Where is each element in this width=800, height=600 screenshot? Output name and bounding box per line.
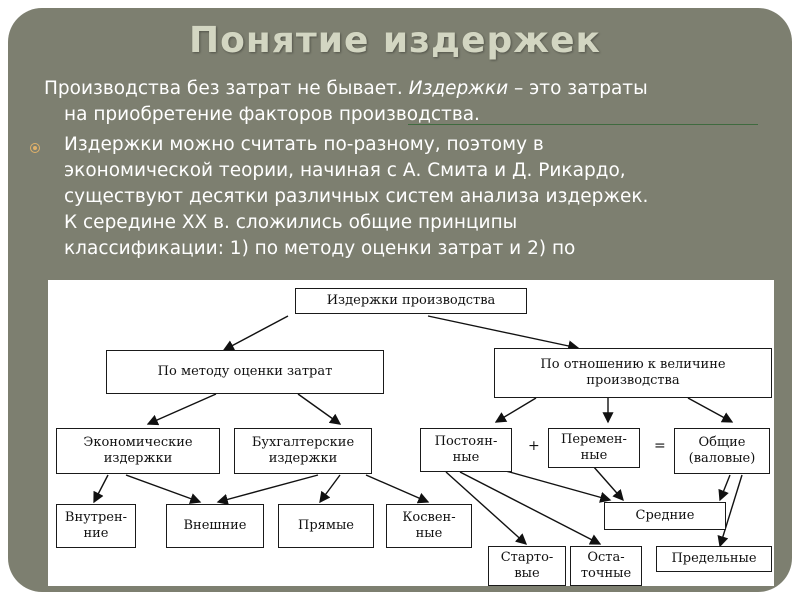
bullet-line: существуют десятки различных систем анал… xyxy=(64,186,649,207)
direct-costs-box: Прямые xyxy=(278,504,374,548)
marginal-costs-box: Предельные xyxy=(656,546,772,572)
accounting-costs-box: Бухгалтерские издержки xyxy=(234,428,372,474)
slide: Понятие издержек Производства без затрат… xyxy=(8,8,792,592)
slide-title: Понятие издержек xyxy=(189,20,601,61)
economic-costs-box: Экономические издержки xyxy=(56,428,220,474)
intro-term: Издержки xyxy=(408,78,509,99)
total-costs-box: Общие (валовые) xyxy=(674,428,770,474)
internal-costs-box: Внутрен- ние xyxy=(56,504,136,548)
fixed-costs-box: Постоян- ные xyxy=(420,428,512,472)
bullet-line: экономической теории, начиная с А. Смита… xyxy=(64,160,626,181)
variable-costs-box: Перемен- ные xyxy=(548,428,640,468)
bullet-line: К середине XX в. сложились общие принцип… xyxy=(64,212,518,233)
indirect-costs-box: Косвен- ные xyxy=(386,504,472,548)
bullet-icon xyxy=(30,143,40,153)
external-costs-box: Внешние xyxy=(166,504,264,548)
startup-costs-box: Старто- вые xyxy=(488,546,566,586)
intro-paragraph: Производства без затрат не бывает. Издер… xyxy=(44,76,784,128)
bullet-line: классификации: 1) по методу оценки затра… xyxy=(64,238,576,259)
diagram-arrows xyxy=(93,315,743,548)
average-costs-box: Средние xyxy=(604,502,726,530)
bullet-paragraph: Издержки можно считать по-разному, поэто… xyxy=(64,132,784,262)
method-branch-box: По методу оценки затрат xyxy=(106,350,384,394)
cost-classification-diagram: Издержки производства По методу оценки з… xyxy=(48,280,774,586)
intro-text-2: – это затраты xyxy=(508,78,648,99)
intro-text-3: на приобретение факторов производства. xyxy=(64,104,480,125)
intro-text-1: Производства без затрат не бывает. xyxy=(44,78,409,99)
divider-line xyxy=(408,124,758,125)
equals-sign: = xyxy=(654,438,666,454)
root-box: Издержки производства xyxy=(295,288,527,314)
residual-costs-box: Оста- точные xyxy=(570,546,642,586)
bullet-line: Издержки можно считать по-разному, поэто… xyxy=(64,134,544,155)
plus-sign: + xyxy=(528,438,540,454)
volume-branch-box: По отношению к величине производства xyxy=(494,348,772,398)
